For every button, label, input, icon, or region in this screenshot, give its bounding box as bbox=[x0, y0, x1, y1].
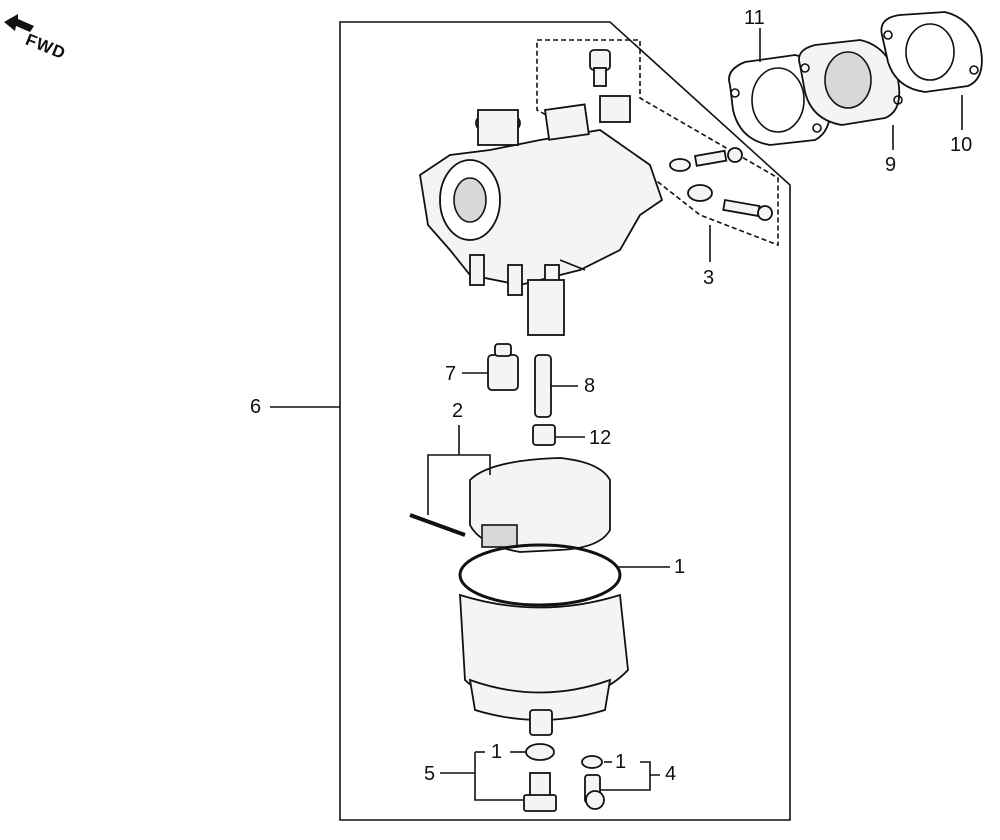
main-jet-holder-7 bbox=[487, 343, 519, 391]
washer-left bbox=[525, 743, 555, 761]
callout-1-washer-right: 1 bbox=[615, 751, 627, 773]
oring-1 bbox=[458, 543, 622, 607]
gasket-10 bbox=[880, 11, 983, 93]
main-jet-12 bbox=[532, 424, 556, 446]
insulator-9 bbox=[798, 39, 903, 126]
drain-bolt bbox=[523, 772, 557, 812]
callout-5: 5 bbox=[424, 763, 436, 785]
needle-jet-8 bbox=[534, 354, 552, 418]
float-chamber bbox=[459, 593, 629, 736]
callout-11: 11 bbox=[744, 7, 765, 29]
pilot-screw bbox=[687, 184, 773, 221]
subkit-outline bbox=[536, 39, 779, 247]
cap-screw bbox=[589, 49, 611, 87]
washer-right bbox=[581, 755, 603, 769]
assembly-outline bbox=[339, 21, 791, 821]
float-2 bbox=[409, 457, 611, 553]
callout-1-oring: 1 bbox=[674, 556, 686, 578]
callout-8: 8 bbox=[584, 375, 596, 397]
callout-1-washer-left: 1 bbox=[491, 741, 503, 763]
callout-2: 2 bbox=[452, 400, 464, 422]
callout-12: 12 bbox=[589, 427, 612, 449]
carburetor-body bbox=[419, 95, 664, 336]
callout-7: 7 bbox=[445, 363, 457, 385]
throttle-stop-screw bbox=[669, 147, 743, 172]
callout-6: 6 bbox=[250, 396, 262, 418]
callout-9: 9 bbox=[885, 154, 897, 176]
callout-4: 4 bbox=[665, 763, 677, 785]
drain-screw bbox=[584, 774, 605, 810]
fwd-arrow-icon bbox=[4, 14, 34, 32]
callout-10: 10 bbox=[950, 134, 973, 156]
callout-3: 3 bbox=[703, 267, 715, 289]
